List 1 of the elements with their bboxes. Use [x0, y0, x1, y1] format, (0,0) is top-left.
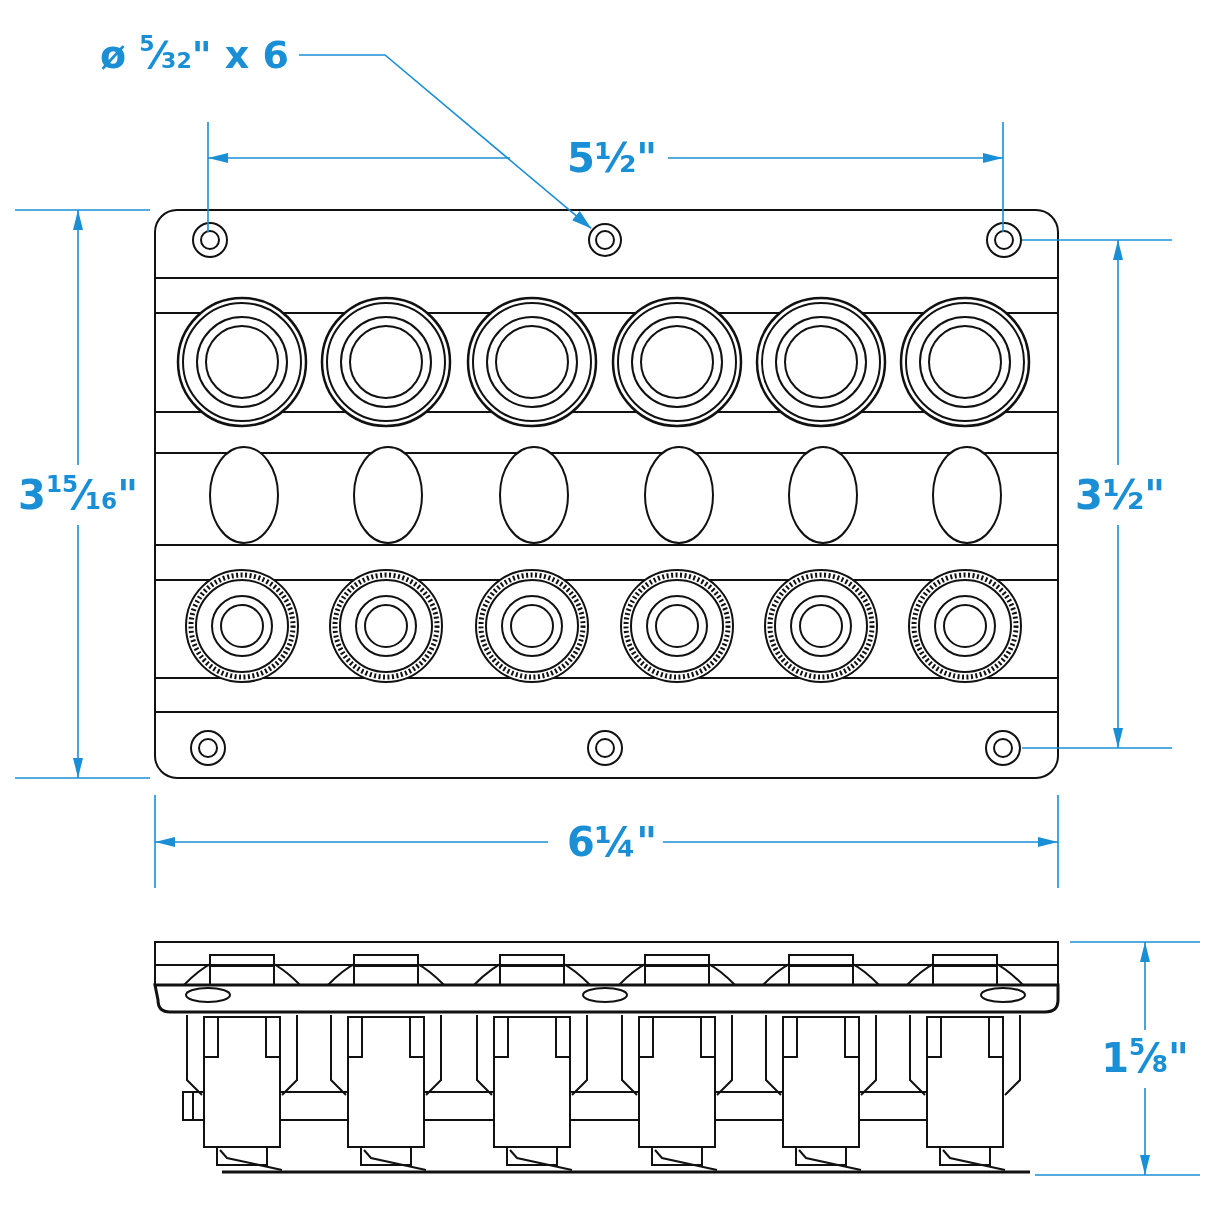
leader-line	[298, 54, 592, 230]
